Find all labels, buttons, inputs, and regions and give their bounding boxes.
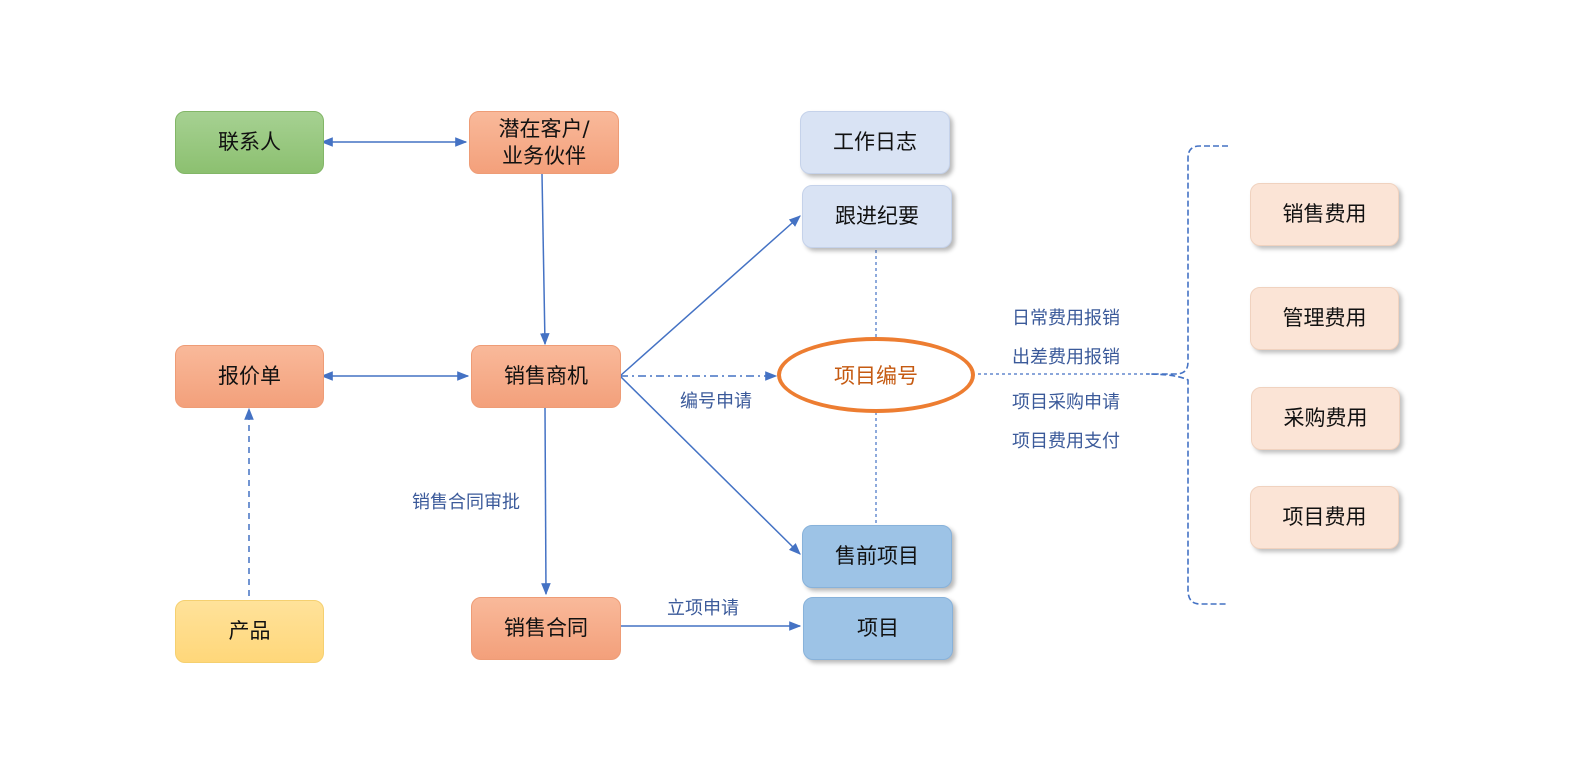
node-sales-expense-label: 销售费用 xyxy=(1282,202,1367,227)
label-daily-reimburse: 日常费用报销 xyxy=(1012,308,1120,329)
node-opportunity[interactable]: 销售商机 xyxy=(471,345,621,408)
node-project-expense[interactable]: 项目费用 xyxy=(1250,486,1399,549)
node-presales-project-label: 售前项目 xyxy=(835,544,919,569)
node-work-log-label: 工作日志 xyxy=(833,130,917,155)
node-project-number-label: 项目编号 xyxy=(834,364,918,388)
node-sales-expense[interactable]: 销售费用 xyxy=(1250,183,1399,246)
node-work-log[interactable]: 工作日志 xyxy=(800,111,950,174)
node-contact-label: 联系人 xyxy=(218,130,281,155)
label-number-apply: 编号申请 xyxy=(680,391,752,412)
label-travel-reimburse: 出差费用报销 xyxy=(1012,347,1120,368)
node-potential-customer-label: 潜在客户/ 业务伙伴 xyxy=(498,117,590,168)
node-product[interactable]: 产品 xyxy=(175,600,324,663)
node-purchase-expense[interactable]: 采购费用 xyxy=(1251,387,1400,450)
label-project-purchase-apply: 项目采购申请 xyxy=(1012,392,1120,413)
node-contact[interactable]: 联系人 xyxy=(175,111,324,174)
label-project-apply: 立项申请 xyxy=(667,598,739,619)
label-contract-approval: 销售合同审批 xyxy=(412,492,520,513)
node-product-label: 产品 xyxy=(228,619,271,644)
label-project-payment: 项目费用支付 xyxy=(1012,431,1120,452)
node-opportunity-label: 销售商机 xyxy=(504,364,588,389)
edge-customer-opportunity xyxy=(540,173,550,346)
node-project-label: 项目 xyxy=(857,616,899,641)
node-followup[interactable]: 跟进纪要 xyxy=(802,185,952,248)
node-quote[interactable]: 报价单 xyxy=(175,345,324,408)
node-presales-project[interactable]: 售前项目 xyxy=(802,525,952,588)
node-followup-label: 跟进纪要 xyxy=(835,204,919,229)
edge-opportunity-presales xyxy=(619,375,801,555)
node-management-expense[interactable]: 管理费用 xyxy=(1250,287,1399,350)
node-project[interactable]: 项目 xyxy=(803,597,953,660)
node-quote-label: 报价单 xyxy=(218,364,281,389)
node-project-number[interactable]: 项目编号 xyxy=(777,337,975,413)
node-management-expense-label: 管理费用 xyxy=(1282,306,1367,331)
expense-brace xyxy=(1145,145,1228,605)
node-project-expense-label: 项目费用 xyxy=(1282,505,1367,530)
node-contract-label: 销售合同 xyxy=(504,616,588,641)
node-contract[interactable]: 销售合同 xyxy=(471,597,621,660)
node-potential-customer[interactable]: 潜在客户/ 业务伙伴 xyxy=(469,111,619,174)
edge-opportunity-contract xyxy=(541,407,551,596)
edge-opportunity-followup xyxy=(619,215,801,377)
node-purchase-expense-label: 采购费用 xyxy=(1283,406,1368,431)
